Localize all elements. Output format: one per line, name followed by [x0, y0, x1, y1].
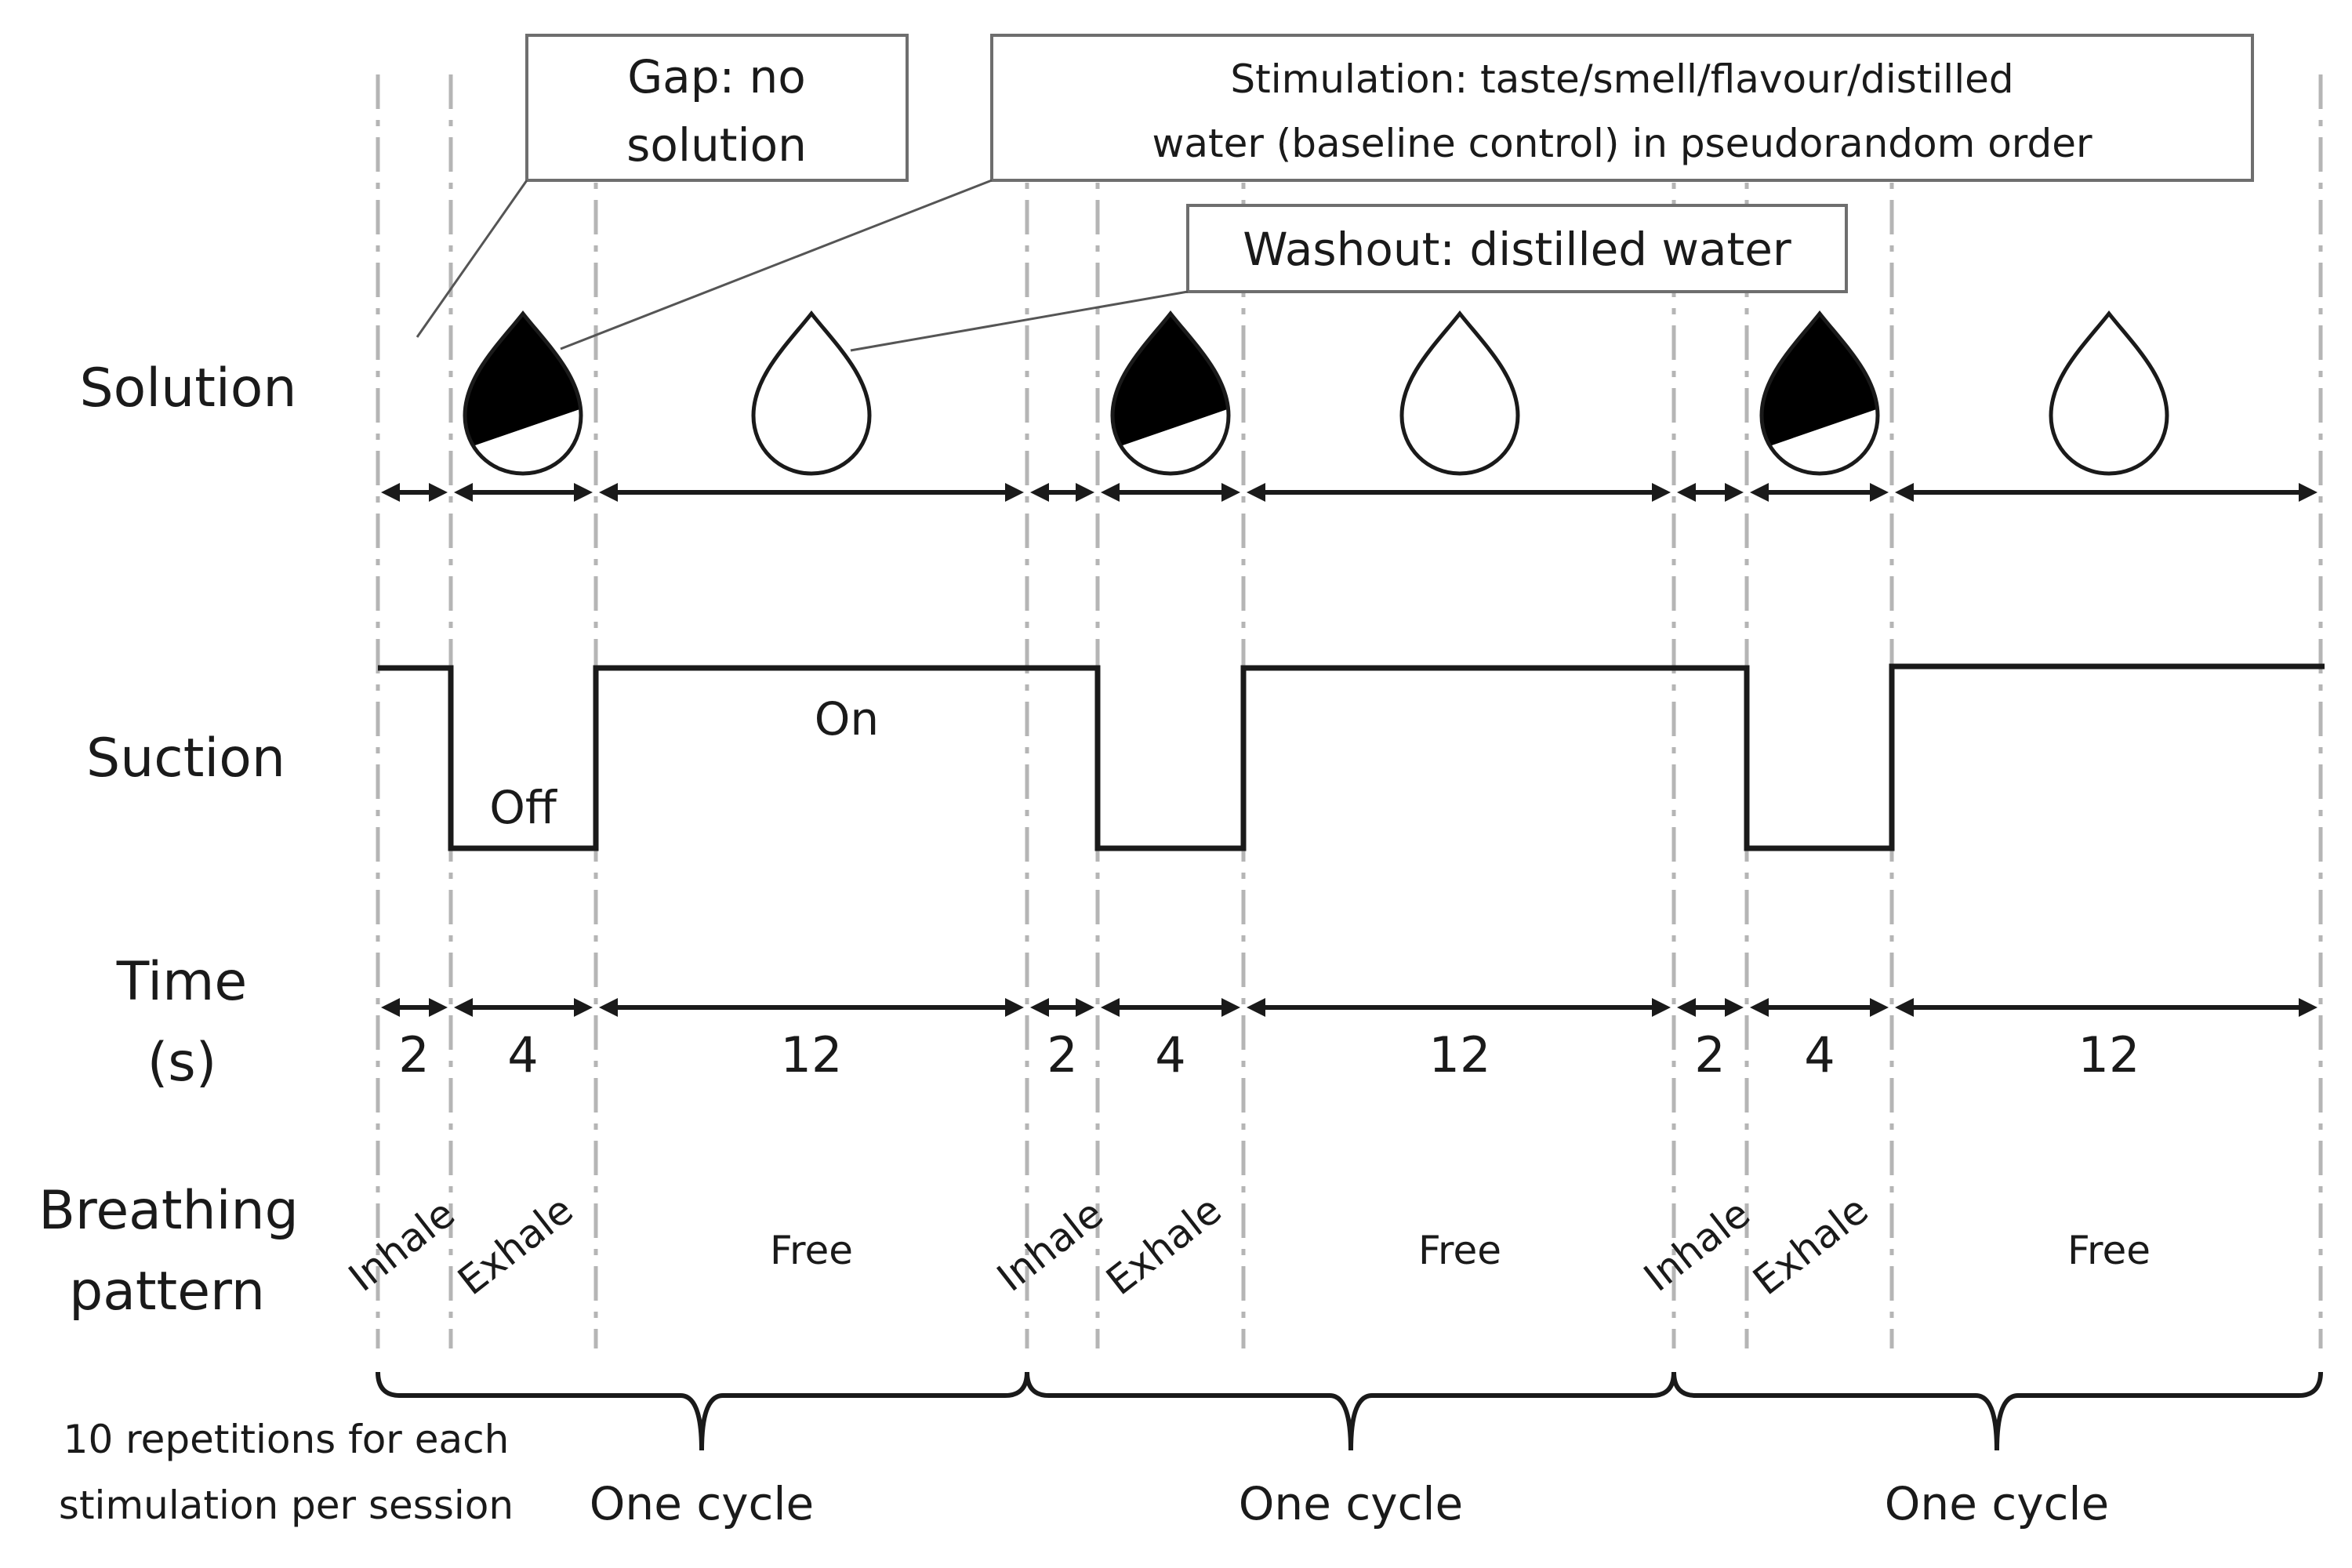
row-label-solution: Solution [79, 358, 296, 419]
breathing-exhale-label: Exhale [1098, 1187, 1229, 1304]
callout-box [990, 34, 2254, 182]
callout-washout-text: Washout: distilled water [1243, 223, 1791, 276]
double-arrow [1101, 998, 1240, 1017]
duration-label: 4 [1804, 1026, 1835, 1083]
duration-label: 2 [1047, 1026, 1077, 1083]
duration-label: 12 [781, 1026, 843, 1083]
callout-gap-text-1: Gap: no [627, 50, 806, 103]
cycle-label: One cycle [590, 1477, 814, 1530]
cycle-label: One cycle [1239, 1477, 1463, 1530]
suction-on-label: On [815, 692, 879, 746]
duration-labels: 2 4 12 2 4 12 2 4 12 [398, 1026, 2140, 1083]
cycle-brace [1025, 1371, 1676, 1451]
double-arrow [1247, 998, 1671, 1017]
breathing-free-label: Free [2067, 1228, 2151, 1273]
callout-gap-text-2: solution [626, 118, 807, 172]
breathing-exhale-label: Exhale [1744, 1187, 1876, 1304]
cycle-brace [376, 1371, 1029, 1451]
double-arrow [1247, 483, 1671, 502]
suction-waveform [378, 663, 2325, 851]
double-arrow [1895, 998, 2318, 1017]
row-label-suction: Suction [86, 728, 285, 789]
callout-leader-line [560, 179, 993, 350]
time-duration-arrows [381, 998, 2318, 1017]
washout-drop-icon [2049, 310, 2169, 476]
double-arrow [599, 998, 1024, 1017]
repetitions-note-line1: 10 repetitions for each [64, 1417, 510, 1462]
double-arrow [381, 998, 448, 1017]
duration-label: 4 [1155, 1026, 1185, 1083]
callout-leader-line [416, 180, 528, 338]
breathing-exhale-label: Exhale [449, 1187, 581, 1304]
double-arrow [1895, 483, 2318, 502]
duration-label: 12 [1429, 1026, 1491, 1083]
washout-drop-icon [751, 310, 872, 476]
stimulation-drop-icon [463, 310, 583, 476]
callout-box [525, 34, 909, 182]
double-arrow [381, 483, 448, 502]
row-label-breathing-pattern: pattern [69, 1261, 265, 1323]
breathing-inhale-label: Inhale [340, 1191, 463, 1301]
cycle-label: One cycle [1885, 1477, 2109, 1530]
washout-drop-icon [1399, 310, 1520, 476]
double-arrow [1677, 998, 1744, 1017]
callout-box [1186, 204, 1848, 293]
double-arrow [1750, 998, 1889, 1017]
duration-label: 4 [507, 1026, 538, 1083]
breathing-free-label: Free [770, 1228, 853, 1273]
breathing-inhale-label: Inhale [1635, 1191, 1759, 1301]
row-label-breathing: Breathing [38, 1180, 299, 1242]
stimulation-drop-icon [1110, 310, 1231, 476]
duration-label: 2 [1694, 1026, 1725, 1083]
double-arrow [599, 483, 1024, 502]
double-arrow [1101, 483, 1240, 502]
double-arrow [454, 483, 593, 502]
solution-duration-arrows [381, 483, 2318, 502]
callout-stimulation: Stimulation: taste/smell/flavour/distill… [560, 34, 2254, 350]
double-arrow [1030, 998, 1094, 1017]
cycle-braces [376, 1371, 2323, 1451]
cycle-brace [1671, 1371, 2323, 1451]
duration-label: 12 [2078, 1026, 2140, 1083]
callout-stimulation-text-2: water (baseline control) in pseudorandom… [1152, 121, 2092, 166]
double-arrow [1030, 483, 1094, 502]
duration-label: 2 [398, 1026, 429, 1083]
callout-leader-line [850, 290, 1189, 352]
callout-washout: Washout: distilled water [850, 204, 1848, 352]
suction-off-label: Off [489, 781, 558, 834]
double-arrow [1750, 483, 1889, 502]
callout-stimulation-text-1: Stimulation: taste/smell/flavour/distill… [1230, 56, 2013, 102]
double-arrow [1677, 483, 1744, 502]
breathing-free-label: Free [1418, 1228, 1501, 1273]
breathing-labels: Inhale Exhale Free Inhale Exhale Free In… [340, 1187, 2151, 1304]
repetitions-note-line2: stimulation per session [59, 1483, 514, 1528]
double-arrow [454, 998, 593, 1017]
row-label-time: Time [116, 951, 247, 1013]
callout-gap: Gap: no solution [416, 34, 909, 338]
stimulation-drop-icon [1759, 310, 1880, 476]
row-label-time-unit: (s) [147, 1032, 217, 1094]
breathing-inhale-label: Inhale [989, 1191, 1112, 1301]
